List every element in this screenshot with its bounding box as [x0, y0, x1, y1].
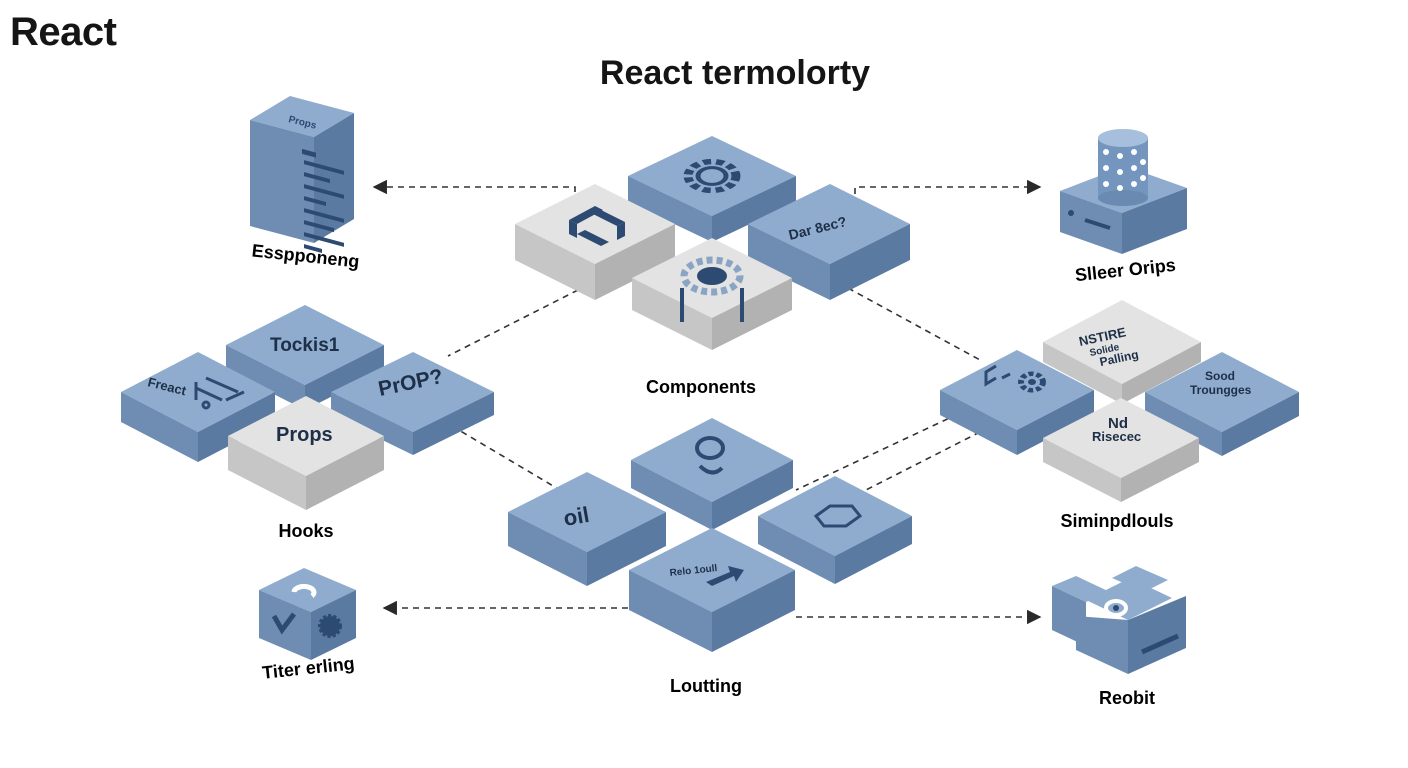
components-hub: Dar 8ec?	[515, 136, 910, 350]
caption-loutting: Loutting	[670, 676, 742, 696]
sood-line2: Troungges	[1190, 383, 1252, 397]
freact-tile: Freact	[121, 352, 275, 462]
puzzle-icon	[569, 206, 625, 246]
hooks-cluster: Tockis1 Freact PrOP? Props	[121, 305, 494, 510]
tockis-label: Tockis1	[270, 335, 340, 356]
sood-line1: Sood	[1205, 369, 1235, 383]
gear-code-tile	[940, 350, 1094, 455]
small-gear-icon	[1018, 371, 1046, 393]
loutting-cluster: oil Relo 1oull	[508, 418, 912, 652]
connectors	[372, 179, 1042, 625]
caption-components: Components	[646, 377, 756, 397]
nd-line2: Risecec	[1092, 429, 1141, 444]
connector-siminpd-to-loutting-2	[861, 431, 981, 493]
cog-icon	[680, 256, 744, 322]
database-icon	[1060, 129, 1187, 254]
connector-hooks-to-loutting	[451, 425, 561, 491]
props-tile: Props	[228, 396, 384, 510]
caption-siminpd: Siminpdlouls	[1060, 511, 1173, 531]
siminpd-cluster: NSTIRE Solide Palling Sood Troungges	[940, 300, 1299, 502]
props-label: Props	[276, 424, 333, 446]
connector-hub-to-siminpd	[847, 287, 981, 361]
relo-tile: Relo 1oull	[629, 528, 795, 652]
sood-tile: Sood Troungges	[1145, 352, 1299, 456]
caption-titter: Titer erling	[261, 653, 355, 683]
check-icon	[271, 612, 296, 635]
server-tower-icon: Props	[250, 96, 354, 253]
titter-cube	[259, 568, 356, 660]
target-icon	[1104, 599, 1128, 617]
connector-hub-to-hooks	[447, 289, 579, 357]
nstre-tile: NSTIRE Solide Palling	[1043, 300, 1201, 404]
settings-tile	[632, 238, 792, 350]
oil-label: oil	[562, 502, 592, 531]
page-heading: React	[10, 10, 117, 54]
relo-label: Relo 1oull	[669, 563, 718, 579]
box-icon	[813, 504, 863, 528]
gear-icon	[683, 158, 741, 194]
loop-tile	[631, 418, 793, 530]
refresh-icon	[291, 583, 317, 598]
diagram-title: React termolorty	[599, 54, 871, 92]
arrow-icon	[706, 566, 744, 586]
connector-siminpd-to-loutting-1	[795, 413, 959, 491]
gear-tile	[628, 136, 796, 242]
loop-icon	[695, 436, 725, 475]
tockis-tile: Tockis1	[226, 305, 384, 410]
caption-sileer: Slleer Orips	[1074, 255, 1177, 285]
caption-reobit: Reobit	[1099, 688, 1155, 708]
dar-bec-tile: Dar 8ec?	[748, 184, 910, 300]
prop-tile: PrOP?	[331, 352, 494, 455]
nd-line1: Nd	[1108, 415, 1128, 432]
connector-to-sileer	[854, 179, 1042, 195]
oil-tile: oil	[508, 472, 666, 586]
box-tile	[758, 476, 912, 584]
cog-dot-icon	[318, 614, 342, 638]
code-bracket-icon	[984, 364, 997, 387]
code-tile	[515, 184, 675, 300]
connector-to-esspponeng	[372, 179, 576, 195]
nd-tile: Nd Risecec	[1043, 398, 1199, 502]
reobit-puzzle	[1052, 566, 1186, 674]
caption-hooks: Hooks	[278, 521, 333, 541]
